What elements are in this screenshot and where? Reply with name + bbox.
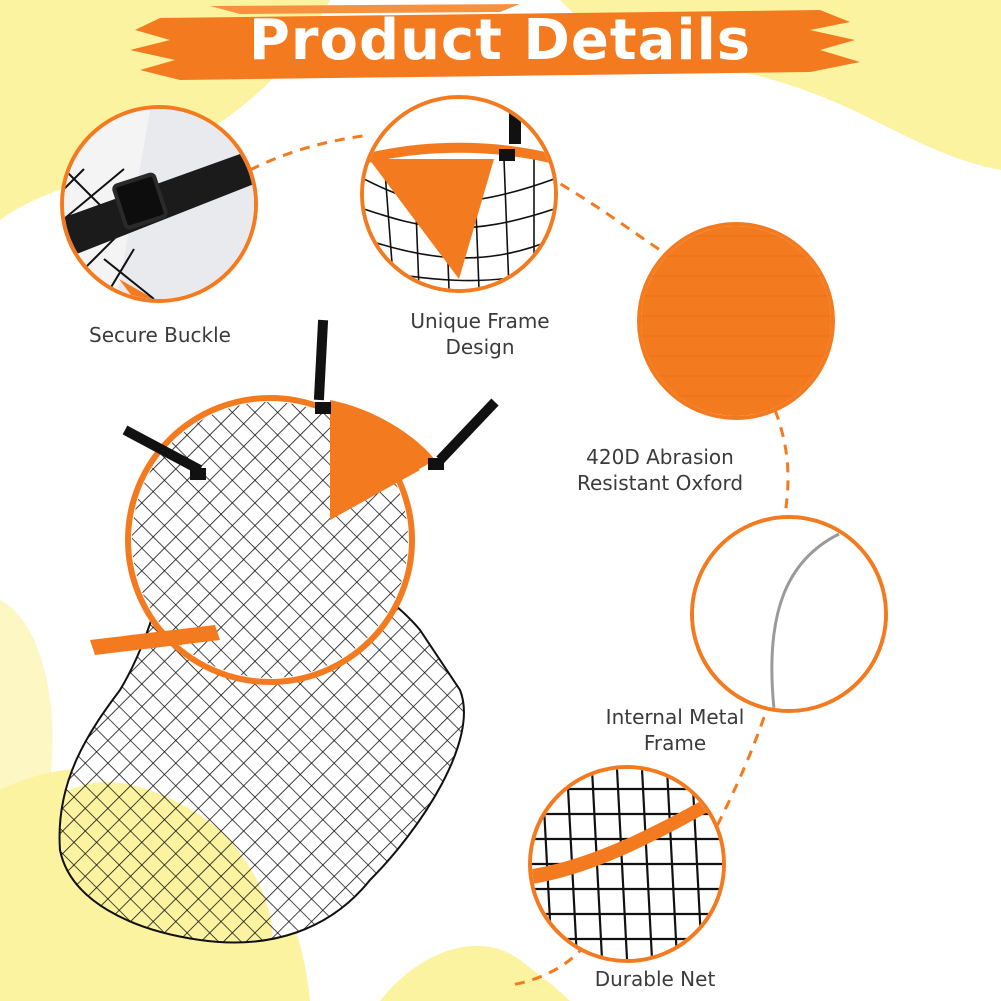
- unique-frame-design-label: Unique Frame Design: [410, 309, 550, 359]
- page-title: Product Details: [248, 8, 752, 73]
- secure-buckle-label: Secure Buckle: [89, 323, 231, 347]
- oxford-fabric-label: 420D Abrasion Resistant Oxford: [576, 445, 744, 495]
- durable-net-label: Durable Net: [594, 967, 716, 991]
- oxford-fabric-image: [637, 222, 835, 420]
- internal-metal-frame-image: [690, 515, 888, 713]
- unique-frame-design-image: [360, 95, 558, 293]
- secure-buckle-image: [60, 105, 258, 303]
- internal-metal-frame-label: Internal Metal Frame: [605, 705, 745, 755]
- durable-net-image: [528, 765, 726, 963]
- brush-stroke-decoration: [130, 4, 860, 80]
- net-product-illustration: [58, 319, 499, 944]
- title-banner: Product Details: [120, 0, 880, 90]
